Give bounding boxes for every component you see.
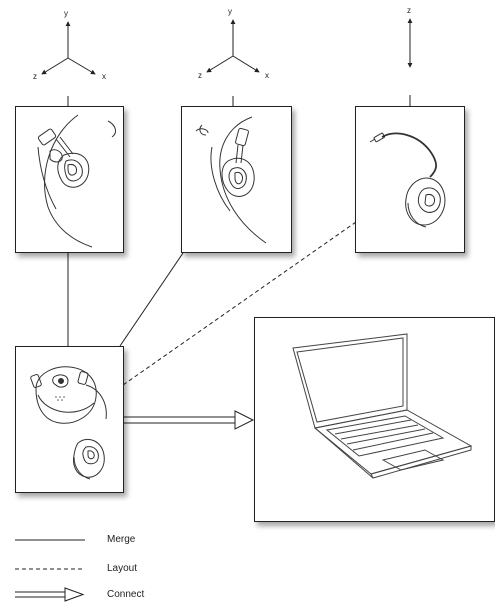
laptop-sketch: [292, 333, 473, 479]
axis-1-y-label: y: [64, 9, 68, 18]
panel-laptop: [254, 317, 495, 522]
layout-line: [122, 221, 357, 386]
panel-ear-sensor-1: [15, 106, 124, 253]
legend-connect-symbol: [15, 587, 85, 602]
axis-1-z-label: z: [33, 72, 37, 81]
legend-layout-label: Layout: [107, 563, 138, 574]
ear-sensor-sketch-1: [37, 114, 116, 248]
merged-device-sketch: [30, 366, 107, 480]
earbud-sketch: [369, 132, 446, 228]
connect-arrow: [124, 410, 255, 430]
legend-merge-label: Merge: [107, 534, 136, 545]
panel-merged-device: [15, 346, 124, 493]
axis-2-x-label: x: [265, 71, 269, 80]
legend-symbols: [15, 539, 85, 602]
legend-connect-label: Connect: [107, 589, 145, 600]
axis-2-y-label: y: [228, 7, 232, 16]
axis-3-z-label: z: [407, 6, 411, 15]
axis-2-z-label: z: [198, 71, 202, 80]
merge-line-2: [119, 252, 184, 347]
axis-1-x-label: x: [102, 72, 106, 81]
panel-ear-sensor-2: [181, 106, 292, 253]
ear-sensor-sketch-2: [195, 116, 267, 244]
axis-triad-2: [206, 19, 260, 106]
axis-triad-1: [41, 21, 96, 106]
panel-earbud: [355, 106, 465, 253]
